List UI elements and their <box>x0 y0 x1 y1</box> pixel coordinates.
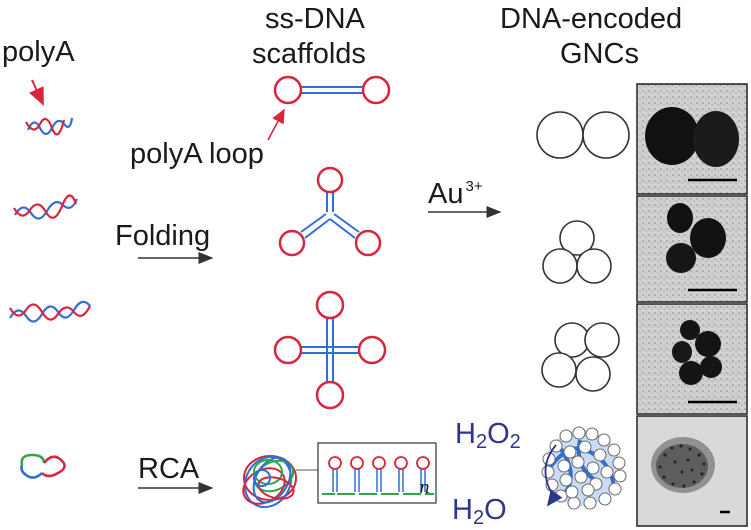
gnc-model-dimer <box>536 111 630 159</box>
scaffold-linear <box>273 75 391 105</box>
h2o-label: H2O <box>452 494 507 529</box>
h2o2-h: H <box>455 418 476 450</box>
gnc-model-tetramer <box>541 322 620 392</box>
h2o-sub: 2 <box>472 507 485 529</box>
strand-circular <box>20 453 66 479</box>
catalysis-arrow <box>544 444 563 507</box>
polyA-loop-pointer <box>267 108 285 141</box>
scaffold-three-arm <box>278 166 382 257</box>
gnc-model-trimer <box>542 220 612 284</box>
rca-label: RCA <box>138 453 200 485</box>
tem-panel-dimer <box>636 83 748 195</box>
scaffold-title-line2: scaffolds <box>252 38 366 70</box>
h2o2-o: O <box>487 418 510 450</box>
tem-panel-tetramer <box>636 303 748 415</box>
polyA-loop-label: polyA loop <box>130 138 264 170</box>
rca-product-ball <box>242 455 297 509</box>
polyA-label: polyA <box>2 36 75 68</box>
h2o2-sub-b: 2 <box>509 431 521 453</box>
tem-panel-cluster <box>636 415 748 527</box>
gnc-title-line1: DNA-encoded <box>500 3 683 35</box>
strand-3 <box>9 300 91 323</box>
repeat-n-label: n <box>419 478 430 498</box>
gnc-title-line2: GNCs <box>560 38 639 70</box>
h2o2-label: H2O2 <box>455 418 521 453</box>
strand-1 <box>25 117 74 136</box>
au-superscript: 3+ <box>465 178 483 195</box>
polyA-pointer-arrow <box>29 79 44 106</box>
tem-panel-trimer <box>636 195 748 303</box>
strand-2 <box>13 194 79 220</box>
h2o2-sub-a: 2 <box>475 431 488 453</box>
rca-repeat-unit: n <box>317 442 437 504</box>
au-base: Au <box>428 178 464 210</box>
scaffold-four-arm <box>273 290 387 410</box>
scaffold-title-line1: ss-DNA <box>265 3 365 35</box>
folding-label: Folding <box>115 220 211 252</box>
gnc-model-cluster <box>541 426 627 510</box>
h2o-h: H <box>452 494 473 526</box>
h2o-o: O <box>484 494 507 526</box>
